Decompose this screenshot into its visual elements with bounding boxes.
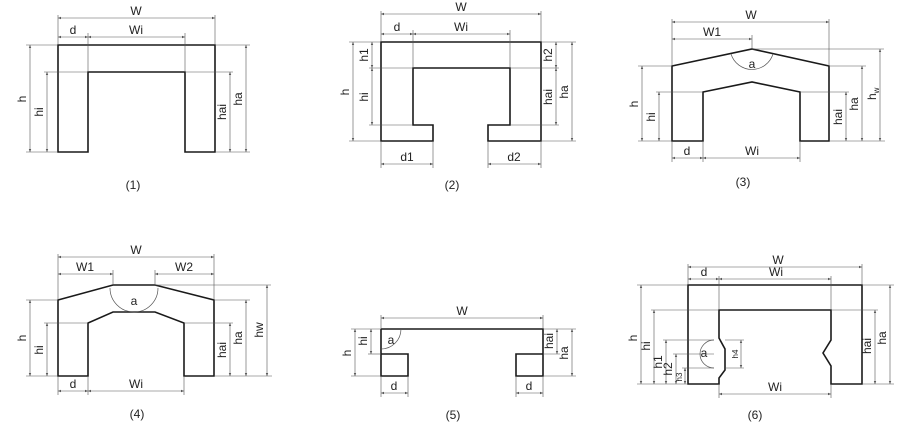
label-hai: hai (542, 333, 556, 349)
figure-4: a W W1 W2 h hi hai ha hw d (15, 243, 272, 421)
label-hi: hi (32, 345, 46, 354)
label-d: d (701, 265, 708, 279)
label-h: h (340, 350, 354, 357)
label-ha: ha (557, 85, 571, 99)
label-d: d (70, 377, 77, 391)
label-hw: hw (252, 322, 266, 338)
label-h: h (626, 335, 640, 342)
label-hai: hai (215, 104, 229, 120)
label-Wi: Wi (769, 265, 783, 279)
label-d1: d1 (400, 150, 414, 164)
figure-1: W d Wi h hi hai ha (1) (15, 4, 250, 192)
label-Wi: Wi (454, 20, 468, 34)
label-a: a (701, 346, 708, 360)
label-W: W (456, 304, 468, 318)
caption: (6) (748, 408, 763, 422)
label-hi: hi (357, 92, 371, 101)
figure-2: W d Wi h h1 hi h2 hai ha d1 (338, 0, 576, 192)
label-Wi: Wi (129, 23, 143, 37)
figure-3: a W W1 h hi hai ha hw d Wi (3) (627, 8, 885, 189)
label-h: h (15, 96, 29, 103)
label-hi: hi (639, 341, 653, 350)
label-hi: hi (32, 107, 46, 116)
label-W2: W2 (175, 260, 193, 274)
caption: (2) (445, 178, 460, 192)
svg-text:hw: hw (865, 87, 881, 100)
profile-shape (380, 41, 542, 142)
label-h: h (15, 335, 29, 342)
label-d: d (394, 20, 401, 34)
caption: (4) (130, 407, 145, 421)
profile-shape (57, 44, 216, 153)
label-W: W (745, 8, 757, 22)
angle-arc (730, 53, 774, 70)
figure-6: a W d Wi h hi h1 h2 h3 h4 (626, 253, 894, 422)
label-h1: h1 (357, 48, 371, 62)
label-W1: W1 (76, 260, 94, 274)
caption: (5) (446, 408, 461, 422)
label-d2: d2 (507, 150, 521, 164)
label-ha: ha (231, 92, 245, 106)
label-hai: hai (831, 109, 845, 125)
label-h2: h2 (661, 362, 675, 376)
label-hi: hi (356, 336, 370, 345)
label-h1: h1 (651, 355, 665, 369)
label-h: h (338, 89, 352, 96)
caption: (3) (736, 175, 751, 189)
label-hi: hi (644, 112, 658, 121)
label-ha: ha (875, 331, 889, 345)
label-W: W (130, 4, 142, 18)
label-a: a (388, 333, 395, 347)
label-a: a (131, 294, 138, 308)
label-Wi: Wi (745, 144, 759, 158)
label-ha: ha (847, 97, 861, 111)
label-a: a (749, 57, 756, 71)
label-d-right: d (526, 379, 533, 393)
label-W1: W1 (703, 25, 721, 39)
label-h: h (627, 101, 641, 108)
label-hw-sub: w (872, 87, 881, 94)
label-ha: ha (231, 331, 245, 345)
label-W: W (130, 243, 142, 257)
profile-shape (380, 328, 544, 377)
label-h4: h4 (731, 349, 740, 358)
label-h3: h3 (675, 372, 684, 381)
label-d: d (70, 23, 77, 37)
label-Wi: Wi (129, 377, 143, 391)
label-hai: hai (215, 342, 229, 358)
profile-shape (687, 284, 863, 385)
label-Wi-bottom: Wi (768, 380, 782, 394)
label-W: W (455, 0, 467, 14)
figure-5: a W h hi hai ha d d (5) (340, 304, 576, 422)
angle-arc (109, 287, 159, 313)
label-W: W (772, 253, 784, 267)
angle-arc (380, 328, 402, 350)
label-d-left: d (391, 379, 398, 393)
label-h2: h2 (541, 48, 555, 62)
label-hai: hai (860, 338, 874, 354)
label-d: d (684, 144, 691, 158)
label-hw: h (865, 93, 879, 100)
label-ha: ha (557, 346, 571, 360)
label-hai: hai (541, 89, 555, 105)
caption: (1) (126, 178, 141, 192)
